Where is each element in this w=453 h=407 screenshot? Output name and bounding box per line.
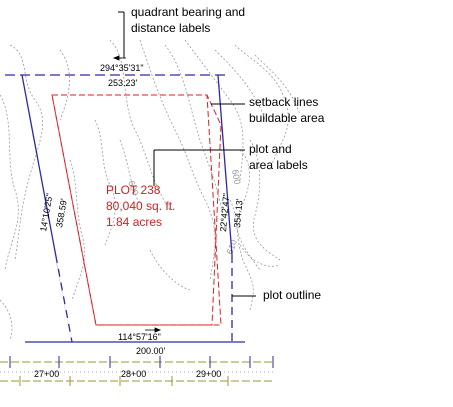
setback-callout-line2: buildable area <box>249 111 325 125</box>
plot-area-acres-label: 1.84 acres <box>106 215 162 229</box>
right-property-line <box>217 74 233 256</box>
right-distance-label: 354.13' <box>232 198 245 228</box>
bottom-bearing-label: 114°57'16" <box>118 332 161 342</box>
plot-callout-line1: plot and <box>249 142 292 156</box>
plot-callout-line2: area labels <box>249 158 308 172</box>
station-label: 29+00 <box>196 369 221 379</box>
station-label: 27+00 <box>34 369 59 379</box>
lot-lines <box>5 74 245 343</box>
callout-text: quadrant bearing and distance labels set… <box>131 5 325 302</box>
bearing-callout-line1: quadrant bearing and <box>131 5 245 19</box>
road-alignment: 27+00 28+00 29+00 <box>0 356 274 386</box>
right-bearing-label: 22°42'47" <box>218 193 231 232</box>
outline-callout: plot outline <box>263 288 321 302</box>
bearing-callout-line2: distance labels <box>131 21 210 35</box>
plot-area-labels: PLOT 238 80,040 sq. ft. 1.84 acres <box>106 183 175 229</box>
plot-name-label: PLOT 238 <box>106 183 161 197</box>
setback-outline <box>51 94 222 326</box>
direction-arrows <box>112 55 162 333</box>
setback-callout-line1: setback lines <box>249 95 318 109</box>
callout-leaders <box>118 11 256 297</box>
plot-area-sqft-label: 80,040 sq. ft. <box>106 199 175 213</box>
bottom-distance-label: 200.00' <box>136 346 166 356</box>
left-distance-label: 358.59' <box>54 198 69 229</box>
left-property-line <box>21 74 73 343</box>
top-distance-label: 253.23' <box>108 78 138 88</box>
top-bearing-label: 294°35'31" <box>100 63 144 73</box>
segment-labels: 294°35'31" 253.23' 14°10'25" 358.59' 22°… <box>38 63 244 356</box>
contour-label-a: 600 <box>230 169 242 186</box>
left-bearing-label: 14°10'25" <box>38 193 55 233</box>
station-label: 28+00 <box>121 369 146 379</box>
contour-label-c: 600 <box>126 179 141 197</box>
